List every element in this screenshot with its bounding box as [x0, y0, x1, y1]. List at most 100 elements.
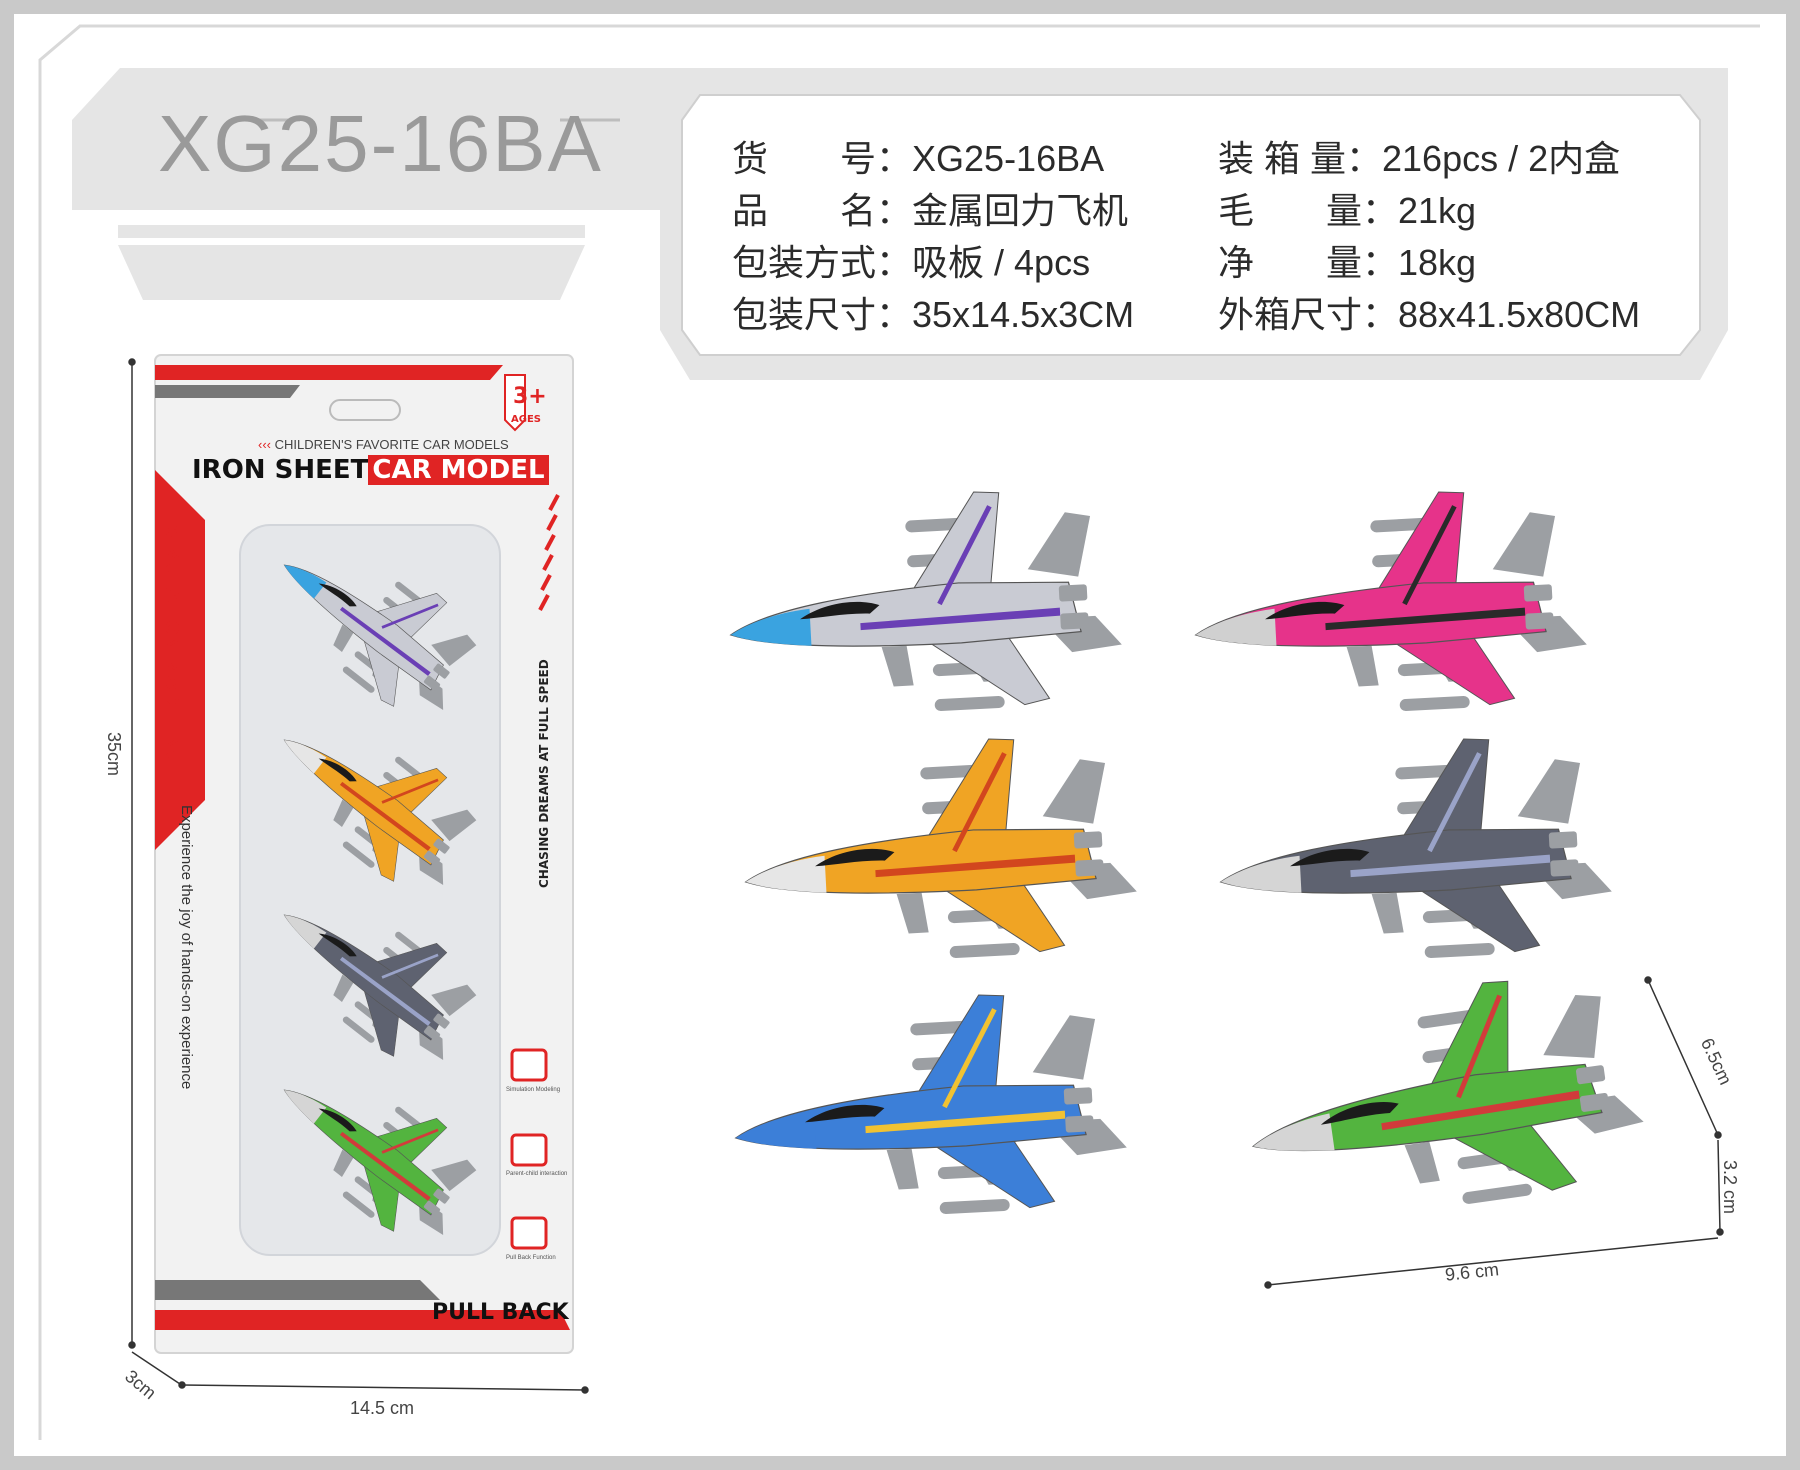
engine: [1065, 1115, 1094, 1133]
tail-fin: [1543, 995, 1601, 1059]
engine: [433, 1188, 450, 1204]
dimension-lines: [128, 358, 1724, 1394]
canopy: [1290, 848, 1370, 867]
age-badge-label: AGES: [511, 414, 541, 425]
nose: [745, 855, 827, 893]
pink-jet-plane: [1194, 491, 1587, 712]
spec-row: 毛 量：21kg: [1218, 190, 1477, 231]
wing-stripe: [381, 953, 439, 979]
purple-white-jet-plane: [283, 564, 477, 711]
hanger-hole: [329, 399, 401, 421]
gear: [1404, 1141, 1440, 1184]
package-width-label: 14.5 cm: [350, 1398, 415, 1418]
spec-row: 品 名：金属回力飞机: [732, 190, 1129, 231]
card-top-gray-bar: [155, 385, 300, 398]
blister-tray: [239, 524, 501, 1256]
canopy: [800, 601, 880, 620]
feature-label: Pull Back Function: [506, 1255, 556, 1261]
missile: [342, 1016, 375, 1043]
wing-stripe: [1456, 994, 1502, 1099]
missile: [934, 696, 1005, 712]
tail-fin: [1517, 759, 1581, 824]
wing-stripe: [1402, 505, 1457, 606]
nose: [284, 1089, 327, 1124]
engine: [1063, 1087, 1093, 1105]
spec-row: 净 量：18kg: [1218, 242, 1477, 283]
engine: [1073, 831, 1103, 849]
pull-back-label: PULL BACK: [432, 1300, 569, 1325]
wing-stripe: [937, 505, 992, 606]
green-jet-plane: [283, 1089, 477, 1236]
age-badge: 3+: [513, 384, 547, 409]
engine: [433, 663, 450, 679]
spec-row: 货 号：XG25-16BA: [732, 138, 1105, 179]
accent-stripe: [339, 1131, 431, 1201]
spec-row: 外箱尺寸：88x41.5x80CM: [1218, 294, 1641, 335]
accent-stripe: [339, 606, 431, 676]
gear: [896, 892, 929, 934]
missile: [1399, 696, 1470, 712]
feature-label: Simulation Modeling: [506, 1087, 561, 1093]
accent-stripe: [860, 607, 1061, 631]
tail-fin: [431, 809, 477, 842]
right-slashes: [538, 494, 560, 611]
nose: [1253, 1113, 1335, 1151]
orange-jet-plane: [744, 738, 1137, 959]
gear: [333, 799, 354, 827]
side-subtitle: Experience the joy of hands-on experienc…: [178, 805, 195, 1090]
canopy: [815, 848, 895, 867]
tail-fin: [1032, 1015, 1096, 1080]
nose: [1195, 608, 1277, 646]
engine: [433, 838, 450, 854]
nose: [284, 739, 327, 774]
age-badge-shape: [504, 374, 526, 432]
gear: [881, 645, 914, 687]
simulation-icon: [510, 1048, 548, 1082]
gear: [1346, 645, 1379, 687]
engine: [1550, 859, 1579, 877]
engine: [433, 1013, 450, 1029]
accent-stripe: [1350, 854, 1551, 878]
nose: [284, 914, 327, 949]
card-side-red: [155, 470, 205, 850]
wing-stripe: [942, 1008, 997, 1109]
feature-icons: [510, 1048, 548, 1250]
gray-camo-jet-plane: [1219, 738, 1612, 959]
nose: [284, 564, 327, 599]
gear: [1371, 892, 1404, 934]
canopy: [805, 1104, 885, 1123]
engine: [1058, 584, 1088, 602]
wing-stripe: [381, 1128, 439, 1154]
engine: [1575, 1065, 1606, 1085]
pull-back-icon: [510, 1216, 548, 1250]
spec-row: 包装尺寸：35x14.5x3CM: [732, 294, 1135, 335]
missile: [342, 841, 375, 868]
card-top-red-bar: [155, 365, 503, 380]
nose: [735, 1111, 817, 1149]
wing-stripe: [381, 603, 439, 629]
accent-stripe: [1325, 607, 1526, 631]
spec-row: 包装方式：吸板 / 4pcs: [732, 242, 1091, 283]
wing-stripe: [381, 778, 439, 804]
header-stripe: [118, 225, 585, 238]
gray-camo-jet-plane: [283, 914, 477, 1061]
package-height-label: 35cm: [104, 732, 124, 777]
wing-stripe: [952, 752, 1007, 853]
accent-stripe: [339, 781, 431, 851]
canopy: [1320, 1102, 1399, 1125]
model-number-title: XG25-16BA: [158, 99, 603, 188]
package-subtitle: ‹‹‹ CHILDREN'S FAVORITE CAR MODELS: [258, 437, 509, 452]
engine: [1075, 859, 1104, 877]
tail-fin: [1042, 759, 1106, 824]
header-stripe-lower: [118, 245, 585, 300]
canopy: [318, 933, 357, 957]
side-title: SIMULATION MODELING: [161, 525, 182, 766]
engine: [423, 675, 441, 691]
missile: [342, 1191, 375, 1218]
nose: [730, 608, 812, 646]
canopy: [318, 1108, 357, 1132]
gear: [333, 624, 354, 652]
